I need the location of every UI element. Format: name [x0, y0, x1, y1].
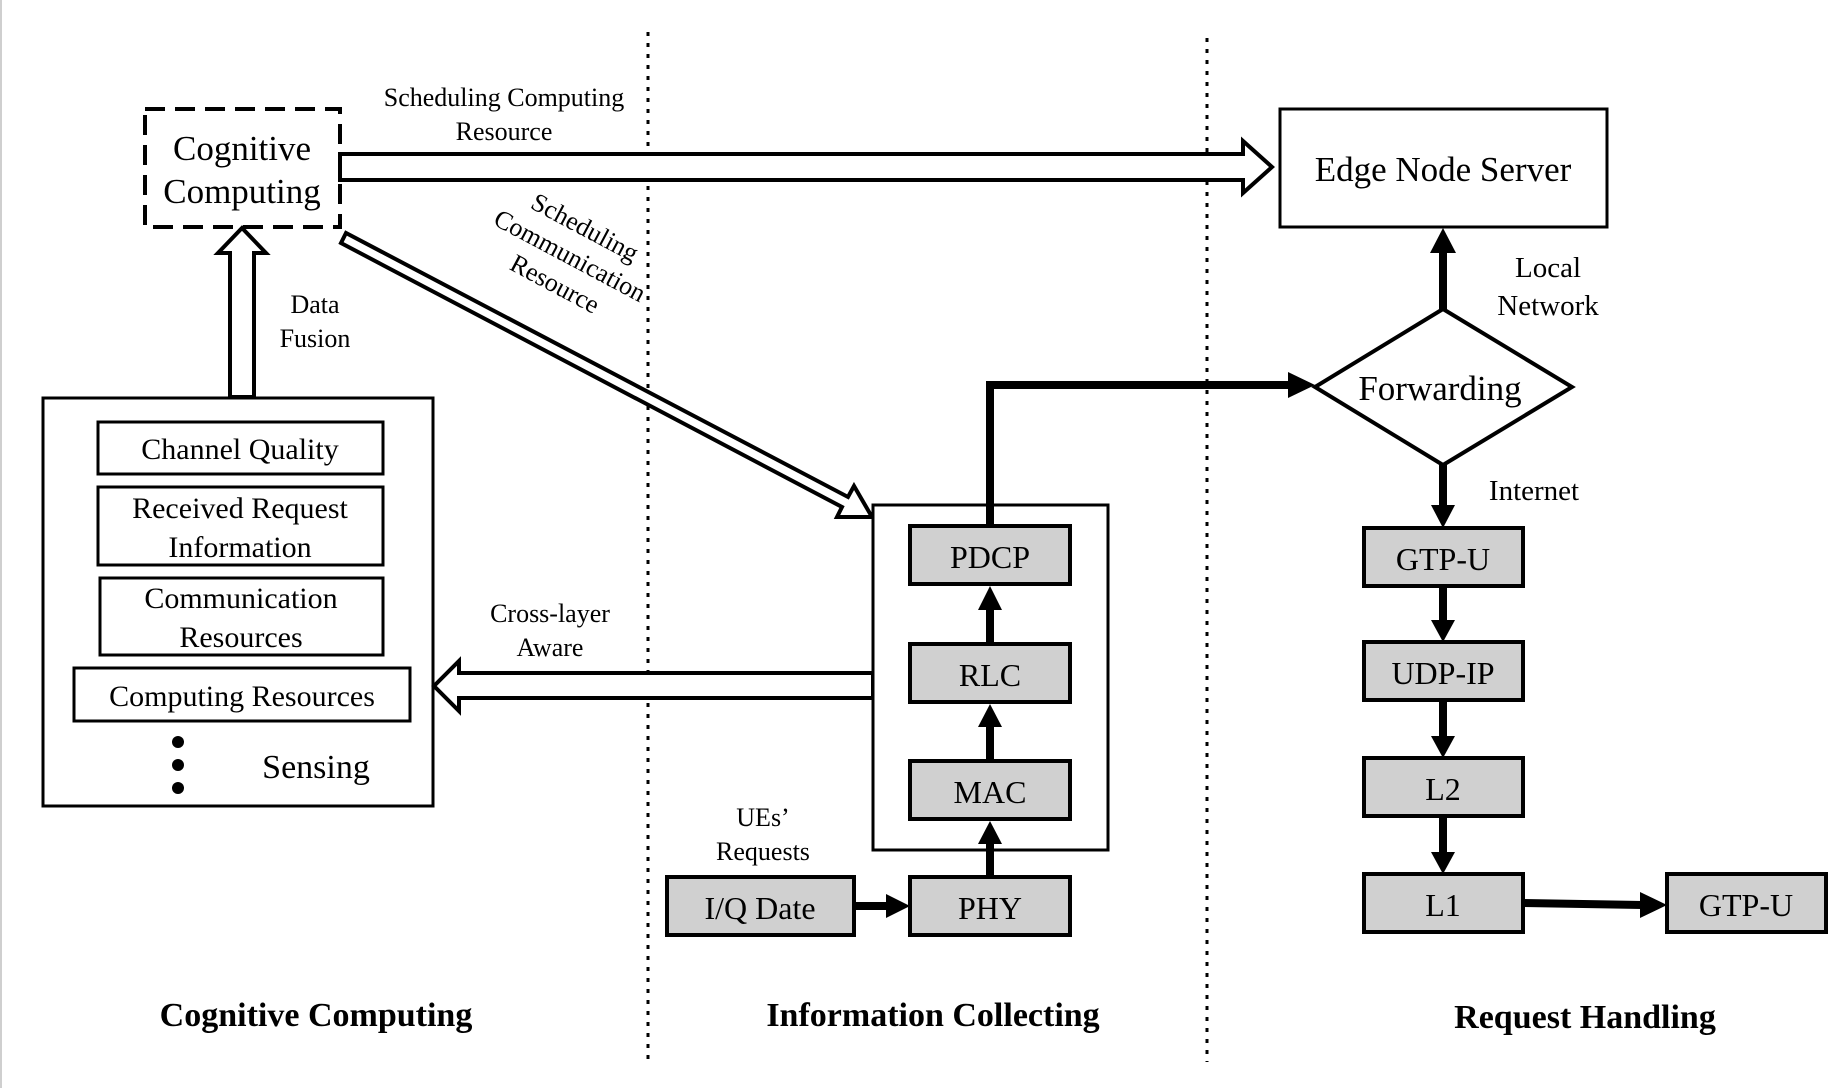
svg-text:Forwarding: Forwarding [1358, 369, 1521, 408]
svg-text:GTP-U: GTP-U [1396, 541, 1490, 577]
gtpu-out-box: GTP-U [1665, 872, 1828, 934]
svg-text:Channel Quality: Channel Quality [141, 433, 338, 466]
data-fusion-label-1: Data [290, 290, 340, 319]
svg-text:RLC: RLC [959, 657, 1021, 693]
pdcp-box: PDCP [908, 524, 1072, 586]
cross-layer-label-1: Cross-layer [490, 599, 610, 628]
iq-to-phy-arrow [854, 894, 910, 918]
svg-text:I/Q Date: I/Q Date [704, 890, 815, 926]
svg-text:Communication: Communication [144, 582, 337, 615]
section-title-cognitive: Cognitive Computing [160, 997, 473, 1034]
svg-text:PDCP: PDCP [950, 539, 1030, 575]
data-fusion-arrow [213, 225, 271, 399]
ues-requests-label-2: Requests [716, 837, 810, 866]
sensing-item-received-request: Received Request Information [96, 485, 385, 567]
section-title-information: Information Collecting [766, 997, 1099, 1034]
cross-layer-arrow [431, 656, 875, 716]
ellipsis-dots [172, 736, 184, 794]
sched-comm-label: Scheduling Communication Resource [489, 187, 651, 319]
rlc-to-pdcp-arrow [978, 586, 1002, 644]
forwarding-diamond: Forwarding [1311, 306, 1576, 468]
cognitive-box-line1: Cognitive [173, 129, 311, 168]
sched-computing-label-2: Resource [456, 117, 553, 146]
udpip-to-l2-arrow [1431, 700, 1455, 758]
pdcp-to-forwarding-arrow [986, 372, 1315, 526]
svg-text:GTP-U: GTP-U [1699, 887, 1793, 923]
scheduling-communication-arrow [338, 230, 876, 519]
forwarding-to-gtpu-arrow [1431, 465, 1455, 528]
cross-layer-label-2: Aware [517, 633, 584, 662]
svg-text:Information: Information [168, 531, 311, 564]
sched-computing-label-1: Scheduling Computing [384, 83, 625, 112]
local-network-label-1: Local [1515, 252, 1581, 284]
mac-to-rlc-arrow [978, 704, 1002, 761]
gtpu-to-udpip-arrow [1431, 586, 1455, 642]
rlc-box: RLC [908, 642, 1072, 704]
svg-text:Resources: Resources [179, 621, 302, 654]
l2-box: L2 [1362, 756, 1525, 818]
sensing-label: Sensing [262, 749, 370, 786]
svg-text:L2: L2 [1425, 771, 1461, 807]
local-network-label-2: Network [1497, 290, 1599, 322]
scheduling-computing-arrow [338, 136, 1275, 198]
forwarding-to-edge-arrow [1430, 228, 1456, 309]
cognitive-computing-box: Cognitive Computing [143, 107, 342, 229]
sensing-item-channel-quality: Channel Quality [96, 420, 385, 476]
l1-to-gtpu-out-arrow [1522, 892, 1667, 918]
svg-text:Edge Node Server: Edge Node Server [1315, 150, 1572, 189]
section-title-request: Request Handling [1454, 999, 1716, 1036]
phy-box: PHY [908, 875, 1072, 937]
phy-to-mac-arrow [978, 821, 1002, 877]
l1-box: L1 [1362, 872, 1525, 934]
svg-text:Computing Resources: Computing Resources [109, 680, 375, 713]
udpip-box: UDP-IP [1362, 640, 1525, 702]
iq-date-box: I/Q Date [665, 875, 856, 937]
svg-text:L1: L1 [1425, 887, 1461, 923]
svg-text:PHY: PHY [958, 890, 1022, 926]
sensing-item-communication-resources: Communication Resources [98, 576, 385, 657]
cognitive-box-line2: Computing [163, 172, 321, 211]
svg-text:MAC: MAC [954, 774, 1027, 810]
ues-requests-label-1: UEs’ [736, 803, 789, 832]
gtpu-box: GTP-U [1362, 526, 1525, 588]
sensing-item-computing-resources: Computing Resources [72, 666, 412, 723]
data-fusion-label-2: Fusion [280, 324, 351, 353]
mac-box: MAC [908, 759, 1072, 821]
l2-to-l1-arrow [1431, 816, 1455, 874]
internet-label: Internet [1489, 475, 1579, 507]
svg-text:UDP-IP: UDP-IP [1391, 655, 1494, 691]
edge-node-server-box: Edge Node Server [1278, 107, 1609, 229]
svg-text:Received Request: Received Request [132, 492, 348, 525]
